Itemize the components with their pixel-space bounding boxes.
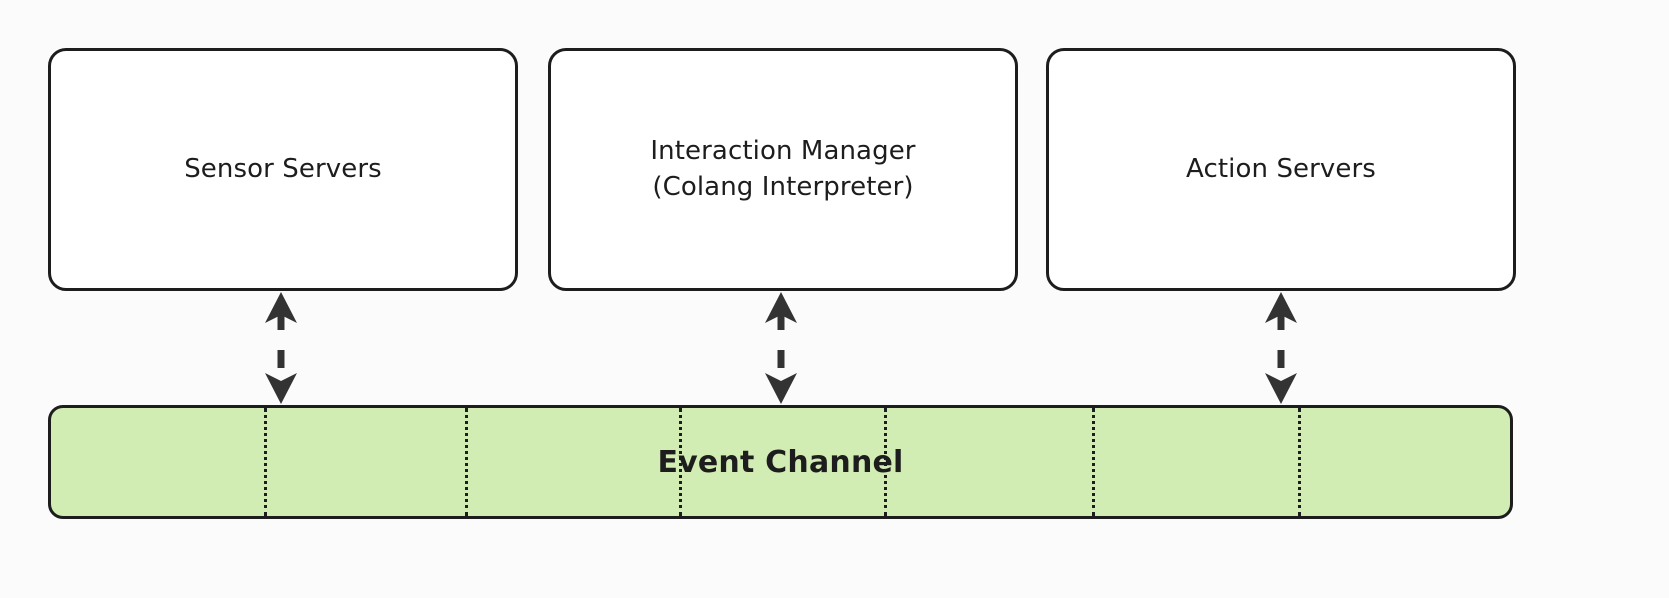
node-interaction-manager-label: Interaction Manager (Colang Interpreter) — [650, 136, 916, 202]
node-action-servers-label: Action Servers — [1186, 153, 1376, 184]
connector-action-servers-to-event-channel — [1259, 291, 1303, 405]
arrowhead-up-icon — [1265, 292, 1297, 323]
arrowhead-down-icon — [265, 373, 297, 404]
node-action-servers[interactable]: Action Servers — [1046, 48, 1516, 291]
event-channel-label: Event Channel — [657, 444, 904, 480]
arrowhead-up-icon — [265, 292, 297, 323]
arrowhead-down-icon — [1265, 373, 1297, 404]
node-sensor-servers-label: Sensor Servers — [184, 153, 382, 184]
node-interaction-manager[interactable]: Interaction Manager (Colang Interpreter) — [548, 48, 1018, 291]
channel-divider — [679, 408, 682, 516]
event-channel-bar[interactable]: Event Channel — [48, 405, 1513, 519]
arrowhead-down-icon — [765, 373, 797, 404]
connector-sensor-servers-to-event-channel — [259, 291, 303, 405]
channel-divider — [264, 408, 267, 516]
node-sensor-servers[interactable]: Sensor Servers — [48, 48, 518, 291]
channel-divider — [465, 408, 468, 516]
arrowhead-up-icon — [765, 292, 797, 323]
channel-divider — [1092, 408, 1095, 516]
channel-divider — [884, 408, 887, 516]
connector-interaction-manager-to-event-channel — [759, 291, 803, 405]
channel-divider — [1298, 408, 1301, 516]
